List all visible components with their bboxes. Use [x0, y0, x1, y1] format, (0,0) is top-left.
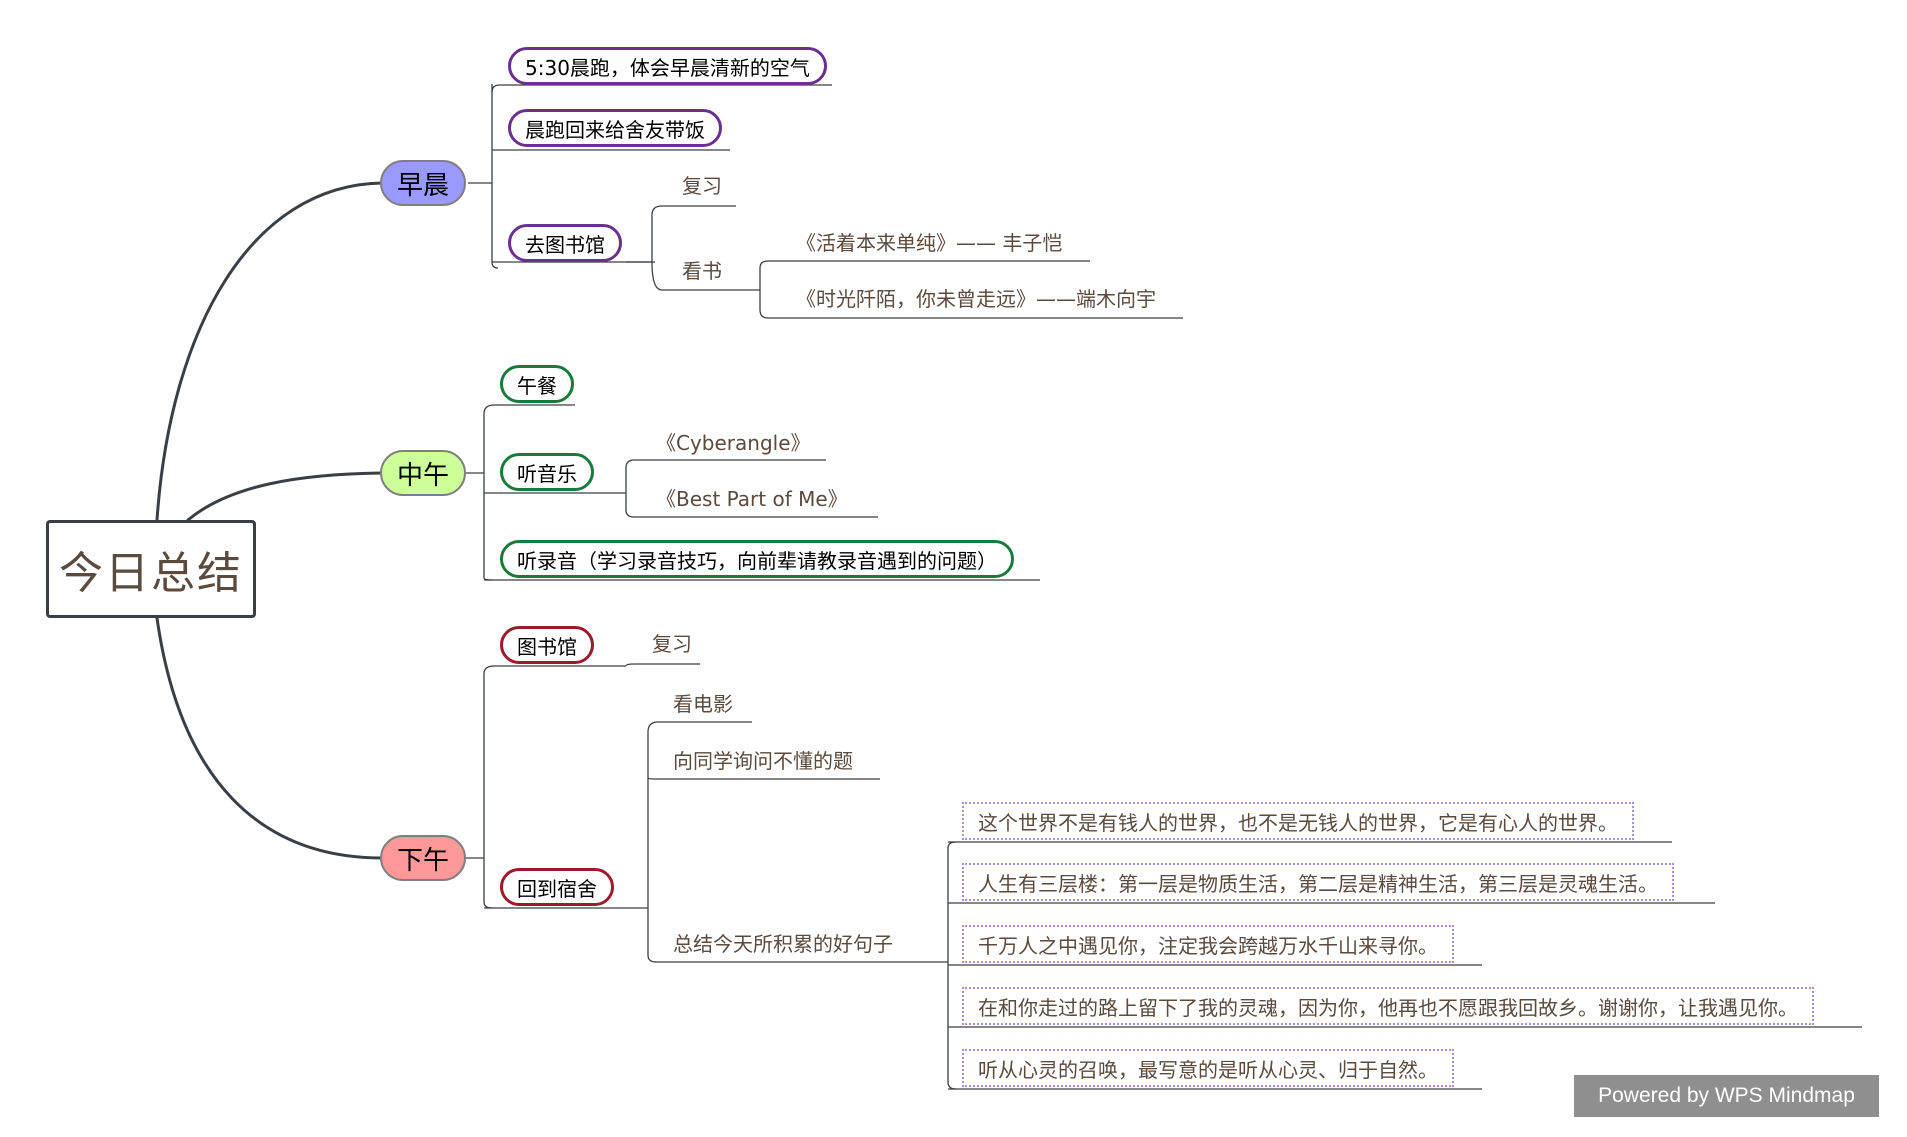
root-node[interactable]: 今日总结	[46, 520, 256, 618]
quote-node[interactable]: 人生有三层楼：第一层是物质生活，第二层是精神生活，第三层是灵魂生活。	[962, 863, 1674, 901]
afternoon-dorm-node[interactable]: 回到宿舍	[500, 868, 614, 906]
morning-book1-node[interactable]: 《活着本来单纯》—— 丰子恺	[796, 231, 1063, 255]
morning-read-node[interactable]: 看书	[682, 259, 722, 283]
afternoon-ask-node[interactable]: 向同学询问不懂的题	[673, 749, 853, 773]
noon-song1-node[interactable]: 《Cyberangle》	[656, 431, 811, 455]
noon-song2-node[interactable]: 《Best Part of Me》	[656, 487, 848, 511]
afternoon-summary-node[interactable]: 总结今天所积累的好句子	[673, 932, 893, 956]
branch-morning-node[interactable]: 早晨	[380, 160, 466, 206]
branch-noon	[186, 471, 384, 522]
noon-lunch-node[interactable]: 午餐	[500, 365, 574, 403]
branch-morning	[155, 181, 384, 522]
branch-afternoon	[155, 616, 384, 860]
morning-food-node[interactable]: 晨跑回来给舍友带饭	[508, 109, 722, 147]
morning-review-node[interactable]: 复习	[682, 174, 722, 198]
afternoon-review-node[interactable]: 复习	[652, 632, 692, 656]
noon-recording-node[interactable]: 听录音（学习录音技巧，向前辈请教录音遇到的问题）	[500, 540, 1014, 578]
quote-node[interactable]: 听从心灵的召唤，最写意的是听从心灵、归于自然。	[962, 1049, 1454, 1087]
afternoon-movie-node[interactable]: 看电影	[673, 692, 733, 716]
wps-watermark: Powered by WPS Mindmap	[1574, 1075, 1879, 1117]
morning-library-node[interactable]: 去图书馆	[508, 224, 622, 262]
quote-node[interactable]: 千万人之中遇见你，注定我会跨越万水千山来寻你。	[962, 925, 1454, 963]
quote-node[interactable]: 这个世界不是有钱人的世界，也不是无钱人的世界，它是有心人的世界。	[962, 802, 1634, 840]
branch-afternoon-node[interactable]: 下午	[380, 835, 466, 881]
noon-music-node[interactable]: 听音乐	[500, 453, 594, 491]
afternoon-library-node[interactable]: 图书馆	[500, 626, 594, 664]
branch-noon-node[interactable]: 中午	[380, 450, 466, 496]
morning-book2-node[interactable]: 《时光阡陌，你未曾走远》——端木向宇	[796, 287, 1156, 311]
morning-run-node[interactable]: 5:30晨跑，体会早晨清新的空气	[508, 47, 827, 85]
quote-node[interactable]: 在和你走过的路上留下了我的灵魂，因为你，他再也不愿跟我回故乡。谢谢你，让我遇见你…	[962, 987, 1814, 1025]
